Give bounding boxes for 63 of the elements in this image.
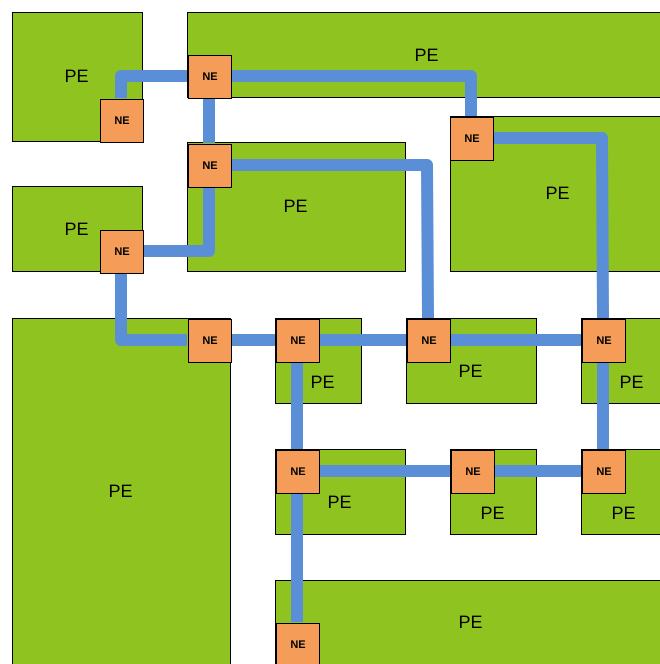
processing-element-box — [450, 449, 537, 535]
box-label: NE — [202, 160, 218, 172]
network-element-box — [188, 55, 232, 99]
processing-element-box — [12, 318, 231, 664]
processing-element-box — [275, 580, 660, 664]
network-element-box — [582, 450, 626, 494]
box-label: PE — [612, 504, 636, 522]
link-line — [319, 334, 406, 346]
box-label: PE — [64, 220, 88, 238]
network-element-box — [188, 144, 232, 188]
link-line — [494, 465, 581, 477]
processing-element-box — [581, 318, 660, 404]
network-element-box — [276, 450, 320, 494]
link-line — [231, 70, 477, 116]
box-label: NE — [421, 336, 437, 346]
box-label: NE — [202, 72, 218, 82]
link-line — [291, 362, 303, 449]
box-label: PE — [546, 184, 570, 202]
box-label: NE — [464, 134, 480, 144]
processing-element-box — [450, 116, 660, 272]
link-line — [319, 465, 450, 477]
box-label: PE — [620, 372, 644, 390]
box-label: NE — [290, 466, 306, 478]
processing-element-box — [406, 318, 537, 404]
network-element-box — [407, 319, 451, 363]
network-element-box — [276, 623, 320, 664]
link-line — [231, 334, 275, 346]
processing-element-box — [581, 449, 660, 535]
box-label: NE — [465, 466, 481, 478]
box-label: NE — [114, 116, 130, 126]
box-label: PE — [458, 362, 482, 380]
box-label: PE — [310, 372, 334, 390]
network-element-box — [100, 230, 144, 274]
box-label: NE — [596, 336, 612, 346]
link-line — [115, 273, 187, 346]
network-element-box — [450, 117, 494, 161]
box-label: PE — [284, 196, 308, 214]
box-label: PE — [108, 482, 132, 500]
box-label: NE — [290, 640, 306, 650]
network-element-box — [276, 319, 320, 363]
link-line — [493, 132, 609, 318]
box-label: NE — [596, 466, 612, 478]
link-line — [203, 98, 215, 143]
box-label: PE — [64, 66, 88, 84]
box-label: PE — [414, 46, 438, 64]
network-element-box — [100, 99, 144, 143]
box-label: PE — [328, 492, 352, 510]
link-line — [450, 334, 581, 346]
network-element-box — [451, 450, 495, 494]
processing-element-box — [12, 12, 143, 142]
processing-element-box — [12, 186, 143, 272]
network-element-box — [188, 319, 232, 363]
box-label: NE — [290, 336, 306, 346]
processing-element-box — [187, 12, 660, 98]
box-label: NE — [202, 336, 218, 346]
link-line — [231, 159, 434, 318]
box-label: PE — [458, 612, 482, 630]
network-element-box — [582, 319, 626, 363]
box-label: NE — [114, 246, 130, 258]
box-label: PE — [480, 504, 504, 522]
link-line — [291, 493, 303, 622]
link-line — [597, 362, 609, 449]
link-line — [115, 70, 187, 98]
